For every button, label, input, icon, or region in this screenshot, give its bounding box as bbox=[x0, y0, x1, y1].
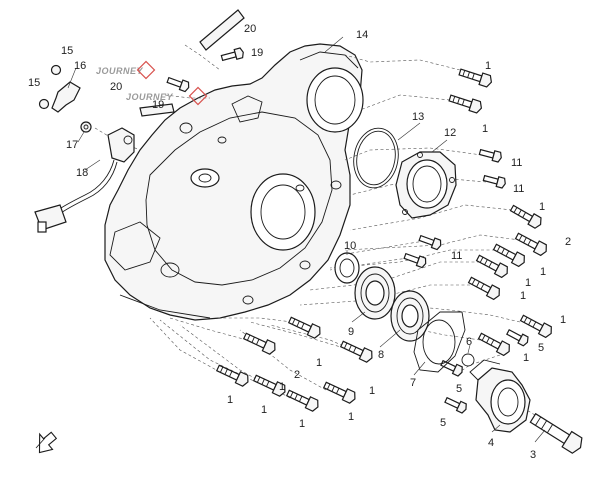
bolt bbox=[321, 378, 359, 405]
callout-13: 13 bbox=[412, 111, 424, 123]
bolt-3 bbox=[529, 412, 583, 454]
screw-17 bbox=[80, 121, 92, 133]
callout-1: 1 bbox=[539, 201, 545, 213]
bolt bbox=[478, 146, 504, 164]
callout-1: 1 bbox=[279, 381, 285, 393]
watermark-logo: JOURNEY JOURNEY bbox=[96, 60, 208, 106]
callout-2: 2 bbox=[565, 236, 571, 248]
bolt bbox=[482, 172, 508, 190]
callout-17: 17 bbox=[66, 139, 78, 151]
svg-text:JOURNEY: JOURNEY bbox=[126, 92, 174, 102]
bolt bbox=[447, 91, 484, 115]
callout-1: 1 bbox=[560, 314, 566, 326]
screw-15-b bbox=[38, 98, 50, 110]
bearing-8 bbox=[390, 290, 430, 342]
bolt bbox=[338, 337, 376, 364]
callout-1: 1 bbox=[316, 357, 322, 369]
callout-12: 12 bbox=[444, 127, 456, 139]
bearing-9 bbox=[354, 266, 396, 320]
callout-7: 7 bbox=[410, 377, 416, 389]
callout-5: 5 bbox=[456, 383, 462, 395]
clip-20-lower bbox=[139, 103, 175, 117]
callout-1: 1 bbox=[482, 123, 488, 135]
bolt bbox=[214, 361, 252, 388]
gasket-7 bbox=[413, 311, 466, 373]
crankcase-cover bbox=[104, 43, 364, 321]
callout-5: 5 bbox=[538, 342, 544, 354]
callout-1: 1 bbox=[348, 411, 354, 423]
bolt-group-bottom bbox=[214, 313, 469, 415]
callout-11: 11 bbox=[451, 250, 462, 262]
callout-16: 16 bbox=[74, 60, 86, 72]
callout-8: 8 bbox=[378, 349, 384, 361]
bolt bbox=[443, 394, 469, 415]
callout-6: 6 bbox=[466, 336, 472, 348]
svg-text:JOURNEY: JOURNEY bbox=[96, 66, 144, 76]
bracket-16 bbox=[51, 81, 81, 113]
callout-5: 5 bbox=[440, 417, 446, 429]
bolt bbox=[284, 386, 322, 413]
callout-10: 10 bbox=[344, 240, 356, 252]
bolt bbox=[402, 250, 428, 269]
bolt bbox=[439, 357, 465, 378]
callout-1: 1 bbox=[520, 290, 526, 302]
callout-19: 19 bbox=[251, 47, 263, 59]
callout-11: 11 bbox=[513, 183, 524, 195]
front-direction-arrow-icon bbox=[35, 431, 58, 454]
callout-19: 19 bbox=[152, 99, 164, 111]
callout-1: 1 bbox=[525, 277, 531, 289]
bolt bbox=[491, 241, 528, 269]
callout-15: 15 bbox=[28, 77, 40, 89]
bolt bbox=[505, 326, 531, 348]
callout-1: 1 bbox=[227, 394, 233, 406]
callout-11: 11 bbox=[511, 157, 522, 169]
screw-15-a bbox=[50, 64, 62, 76]
bolt bbox=[241, 329, 279, 356]
callout-18: 18 bbox=[76, 167, 88, 179]
assembly-leader-lines bbox=[94, 44, 536, 416]
bolt bbox=[286, 313, 324, 340]
callout-20: 20 bbox=[110, 81, 122, 93]
clip-20-upper bbox=[199, 9, 245, 51]
callout-labels: 14 20 19 15 16 15 20 19 17 18 13 12 1 1 … bbox=[28, 23, 571, 461]
callout-14: 14 bbox=[356, 29, 368, 41]
callout-1: 1 bbox=[261, 404, 267, 416]
bolt bbox=[474, 252, 511, 280]
o-ring-13 bbox=[353, 127, 399, 189]
o-ring-6 bbox=[461, 353, 475, 367]
housing-4 bbox=[469, 359, 531, 433]
cover-plate-12 bbox=[395, 151, 457, 219]
oil-seal-10 bbox=[334, 252, 360, 284]
callout-1: 1 bbox=[523, 352, 529, 364]
callout-leaders bbox=[67, 36, 546, 443]
callout-2: 2 bbox=[294, 369, 300, 381]
callout-1: 1 bbox=[369, 385, 375, 397]
callout-20: 20 bbox=[244, 23, 256, 35]
callout-9: 9 bbox=[348, 326, 354, 338]
callout-3: 3 bbox=[530, 449, 536, 461]
callout-15: 15 bbox=[61, 45, 73, 57]
bolt-19-lower bbox=[165, 74, 191, 93]
callout-1: 1 bbox=[299, 418, 305, 430]
callout-1: 1 bbox=[485, 60, 491, 72]
bolt-19-upper bbox=[220, 46, 246, 64]
callout-4: 4 bbox=[488, 437, 494, 449]
callout-1: 1 bbox=[540, 266, 546, 278]
bolt bbox=[466, 274, 503, 302]
bolt bbox=[417, 232, 443, 251]
sensor-18 bbox=[34, 127, 135, 233]
